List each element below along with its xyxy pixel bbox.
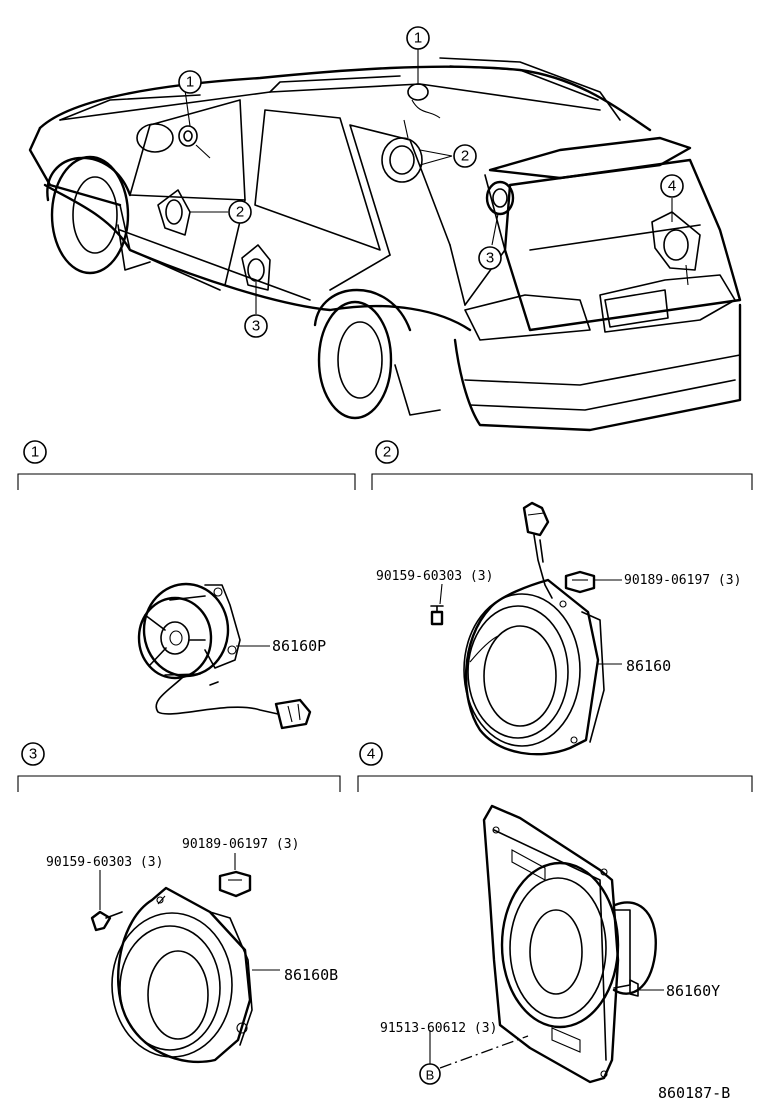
section-1-header: 1 xyxy=(17,440,356,490)
part-86160y-speaker: 86160Y B 91513-60612 (3) xyxy=(380,804,720,1085)
part-86160b-speaker: 90189-06197 (3) 90159-60303 (3) 86160B xyxy=(46,837,338,1064)
callout-1-roof-label: 1 xyxy=(414,30,422,47)
callout-2-rear-label: 2 xyxy=(461,148,469,165)
callout-3-front: 3 xyxy=(244,314,268,338)
label-90189-06197-s3: 90189-06197 (3) xyxy=(182,837,299,852)
label-90189-06197-s2: 90189-06197 (3) xyxy=(624,573,741,588)
callout-3-rear-label: 3 xyxy=(486,250,494,267)
callout-2-rear: 2 xyxy=(453,144,477,168)
clip-ref-b: B xyxy=(426,1068,435,1083)
callout-4-label: 4 xyxy=(668,178,676,195)
section-2-header: 2 xyxy=(371,440,753,490)
label-86160: 86160 xyxy=(626,657,671,675)
section-3-number: 3 xyxy=(29,746,37,763)
locator-3-pillar-speaker xyxy=(485,180,515,216)
section-2-number: 2 xyxy=(383,444,391,461)
callout-4: 4 xyxy=(660,174,684,198)
locator-1-roof-speaker xyxy=(407,83,441,119)
callout-2-front: 2 xyxy=(228,200,252,224)
part-86160-speaker: 90159-60303 (3) 90189-06197 (3) 86160 xyxy=(376,501,741,756)
label-86160b: 86160B xyxy=(284,966,338,984)
locator-2-rear-speaker xyxy=(381,119,423,183)
part-86160p-tweeter: 86160P xyxy=(137,582,326,730)
callout-1-front-label: 1 xyxy=(186,74,194,91)
locator-3-rear-door-speaker xyxy=(241,244,271,291)
station-wagon-illustration xyxy=(28,48,742,432)
section-4-header: 4 xyxy=(357,742,753,792)
callout-3-front-label: 3 xyxy=(252,318,260,335)
figure-code: 860187-B xyxy=(658,1084,730,1102)
section-3-header: 3 xyxy=(17,742,341,792)
callout-1-roof: 1 xyxy=(406,26,430,50)
label-86160p: 86160P xyxy=(272,637,326,655)
label-90159-60303-s2: 90159-60303 (3) xyxy=(376,569,493,584)
callout-1-front: 1 xyxy=(178,70,202,94)
locator-4-hatch-speaker xyxy=(651,211,701,286)
locator-2-front-door-speaker xyxy=(157,189,191,236)
callout-2-front-label: 2 xyxy=(236,204,244,221)
section-1-number: 1 xyxy=(31,444,39,461)
locator-1-front-tweeter xyxy=(178,125,211,159)
section-4-number: 4 xyxy=(367,746,375,763)
label-90159-60303-s3: 90159-60303 (3) xyxy=(46,855,163,870)
callout-3-rear: 3 xyxy=(478,246,502,270)
label-86160y: 86160Y xyxy=(666,982,720,1000)
label-91513-60612: 91513-60612 (3) xyxy=(380,1021,497,1036)
